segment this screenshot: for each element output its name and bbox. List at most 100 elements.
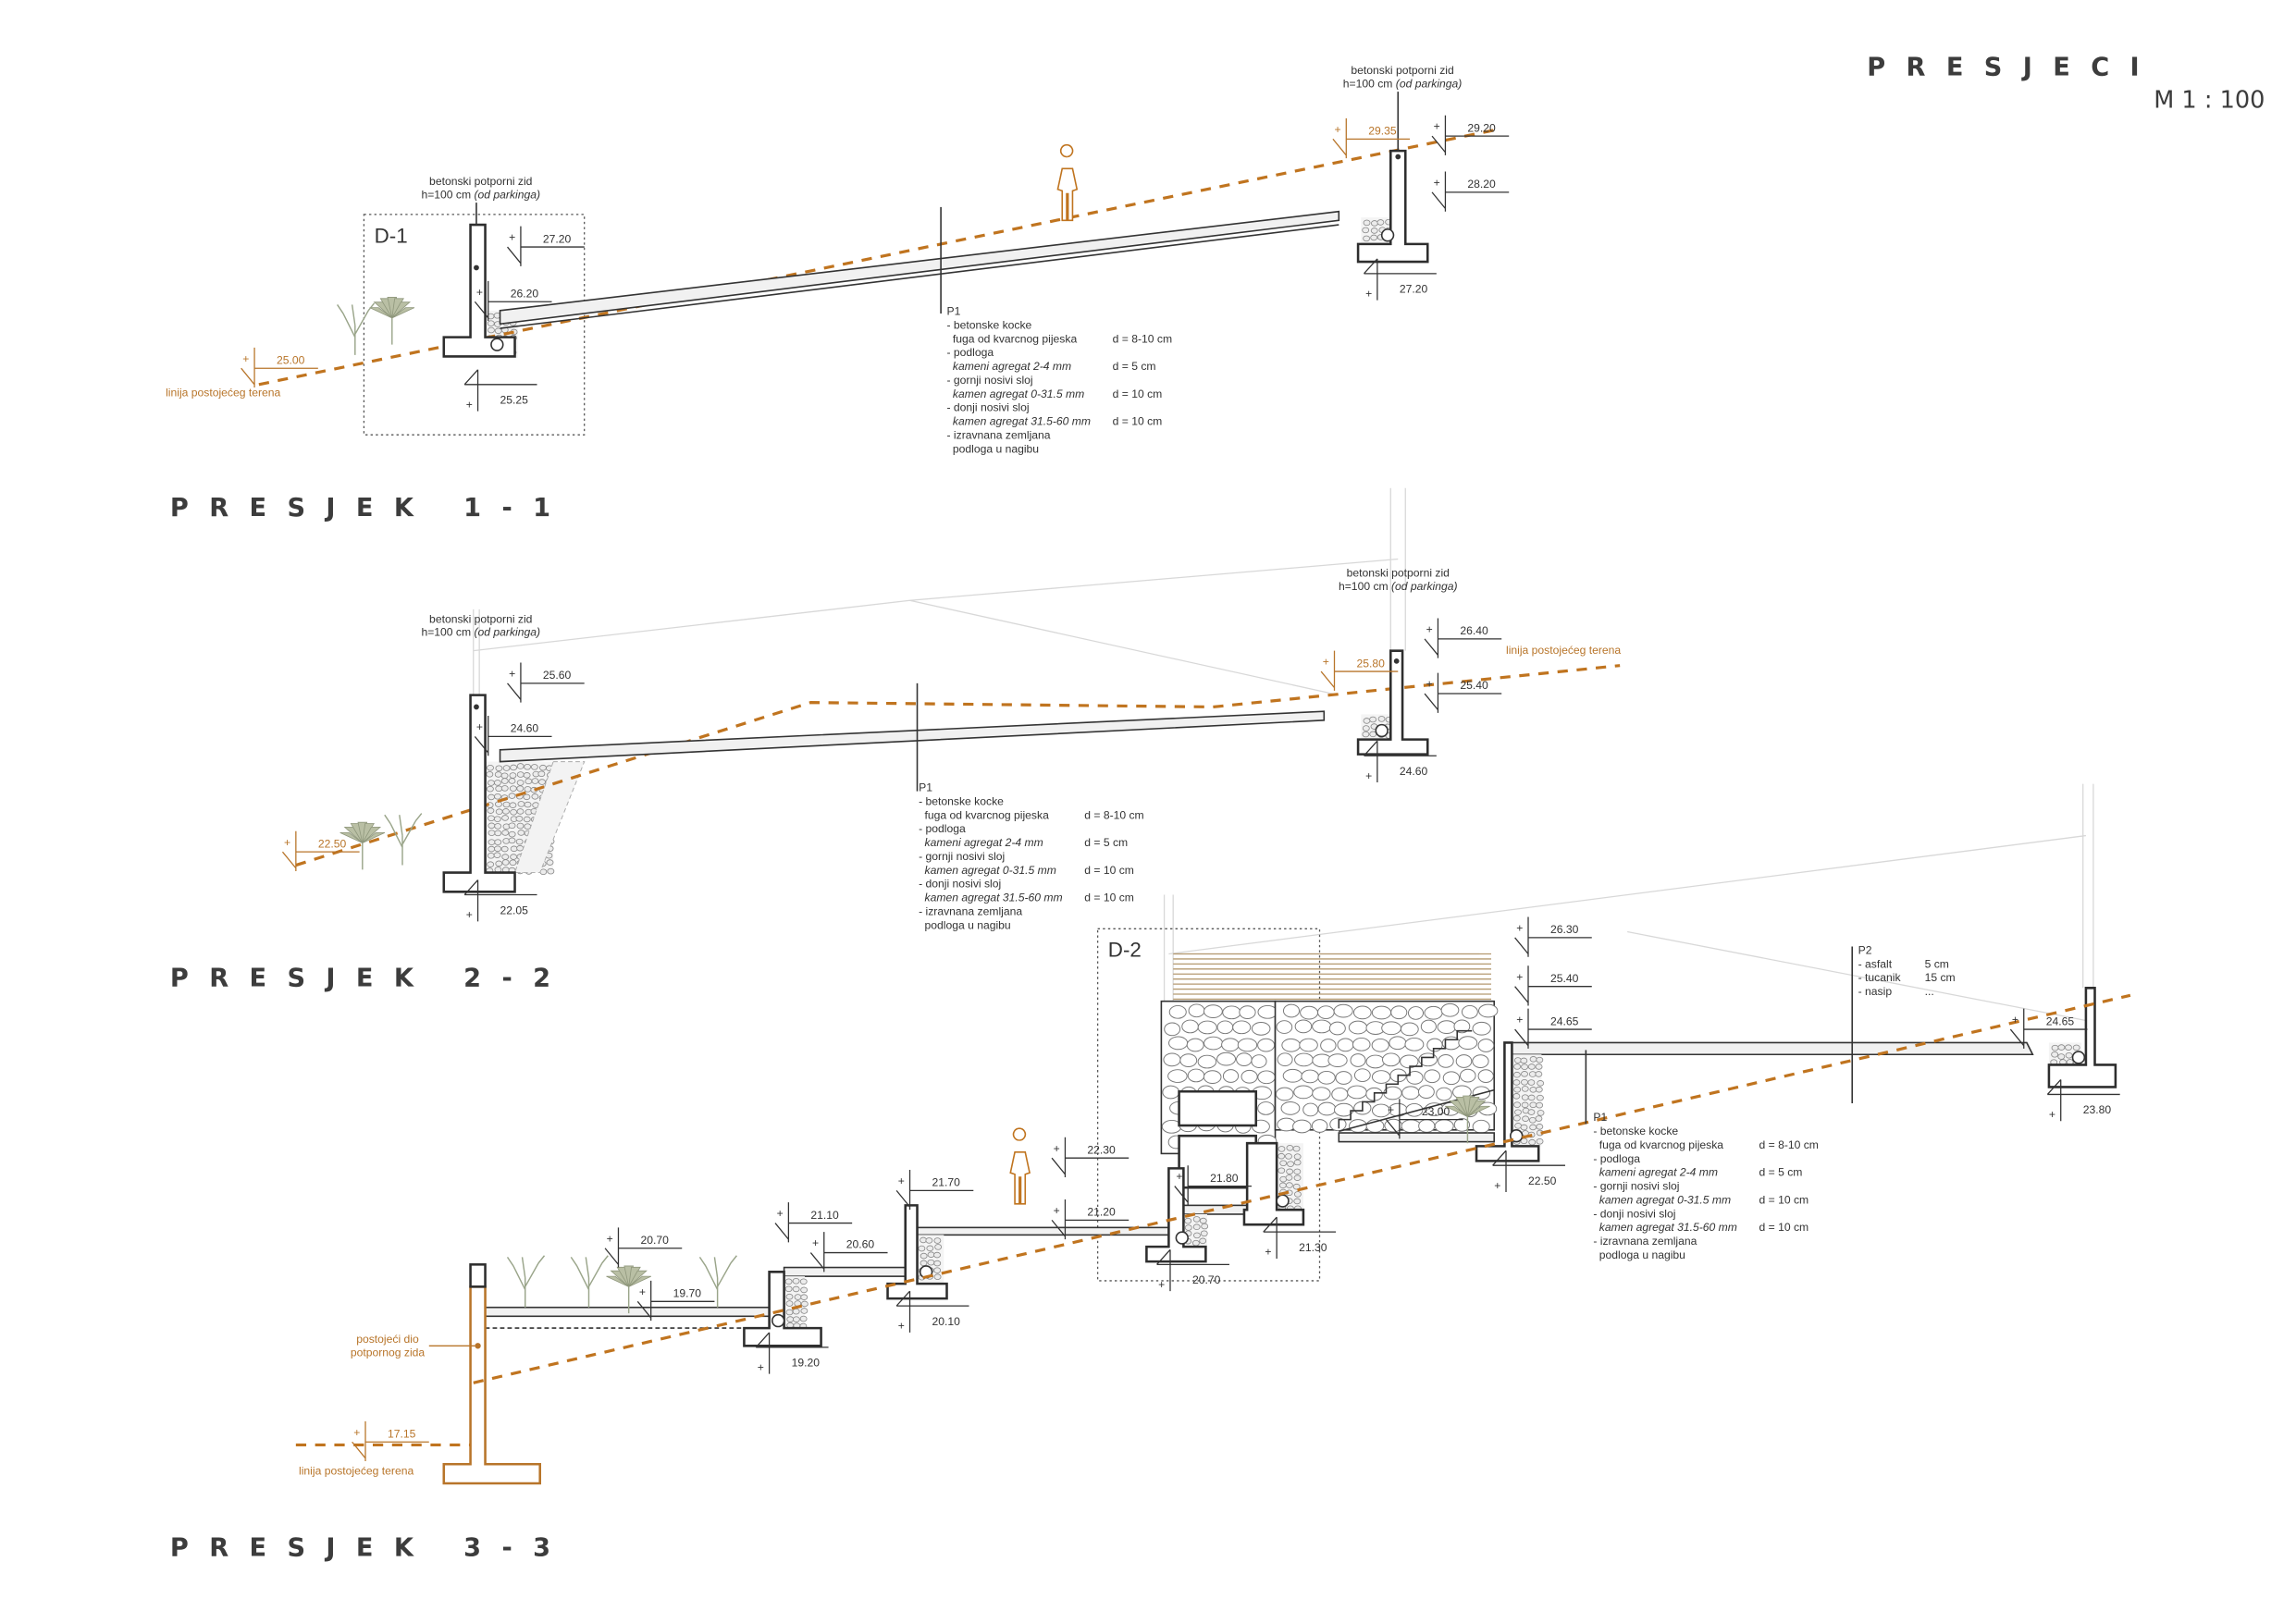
plus-sign: + xyxy=(1365,769,1372,782)
wall-label-line1: betonski potporni zid xyxy=(429,175,532,188)
rubble-stone xyxy=(2057,1053,2066,1060)
elevation-value: 20.60 xyxy=(846,1238,875,1251)
rubble-stone xyxy=(516,780,525,786)
stone xyxy=(1352,1005,1372,1020)
stone xyxy=(1294,1052,1314,1067)
marker-lines xyxy=(1514,965,1592,1006)
rubble-stone xyxy=(1363,718,1371,724)
marker-lines xyxy=(895,1169,974,1211)
rubble-stone xyxy=(1192,1216,1201,1223)
rubble-stone xyxy=(933,1251,941,1259)
drain-pipe-icon xyxy=(1175,1231,1189,1245)
elevation-value: 17.15 xyxy=(388,1427,416,1440)
rubble-stone xyxy=(1527,1094,1536,1101)
elevation-value: 25.00 xyxy=(277,353,305,366)
wall-label-line2: h=100 cm (od parkinga) xyxy=(421,626,540,639)
spec-layer: - gornji nosivi sloj xyxy=(919,850,1005,863)
rubble-stone xyxy=(1192,1223,1201,1230)
wall-height-note: (od parkinga) xyxy=(474,626,540,639)
stone xyxy=(1434,1119,1454,1134)
rubble-stone xyxy=(1536,1094,1544,1101)
rubble-stone xyxy=(1199,1237,1207,1245)
elevation-marker: +20.60 xyxy=(809,1232,888,1273)
rubble-stone xyxy=(501,859,510,866)
elevation-marker: +24.60 xyxy=(474,716,552,756)
rubble-stone xyxy=(1293,1191,1302,1198)
stone-wall xyxy=(1160,1000,1278,1155)
stone xyxy=(1453,1118,1471,1132)
spec-layer: kamen agregat 0-31.5 mm xyxy=(953,387,1084,400)
rubble-stone xyxy=(1363,235,1371,242)
plus-sign: + xyxy=(898,1174,905,1187)
stone xyxy=(1328,1021,1346,1036)
rubble-stone xyxy=(537,770,546,778)
stone xyxy=(1458,1036,1478,1051)
ground-slab xyxy=(484,1306,771,1318)
rubble-stone xyxy=(1285,1153,1292,1160)
stone xyxy=(1352,1037,1371,1051)
stone xyxy=(1438,1054,1454,1068)
elevation-marker: +20.70 xyxy=(1156,1248,1229,1292)
elevation-value: 21.80 xyxy=(1210,1172,1239,1185)
rubble-stone xyxy=(1521,1064,1528,1070)
marker-lines xyxy=(755,1332,829,1374)
elevation-marker: +22.50 xyxy=(1492,1150,1565,1192)
spec-thickness: d = 5 cm xyxy=(1113,360,1156,373)
elevation-value: 24.60 xyxy=(511,722,539,735)
marker-lines xyxy=(1385,1099,1463,1139)
rubble-stone xyxy=(1529,1101,1537,1109)
stone xyxy=(1390,1005,1408,1020)
stone xyxy=(1407,1006,1425,1020)
elevation-marker: +21.10 xyxy=(774,1202,853,1243)
retaining-wall xyxy=(743,1271,822,1347)
marker-lines xyxy=(1514,916,1592,957)
plus-sign: + xyxy=(1516,922,1523,935)
wall-label-line1: betonski potporni zid xyxy=(1347,567,1450,580)
rubble-stone xyxy=(927,1251,935,1258)
elevation-marker: +21.30 xyxy=(1263,1216,1337,1259)
rubble-stone xyxy=(488,830,496,836)
rubble-stone xyxy=(1529,1087,1537,1093)
rubble-stone xyxy=(1286,1168,1294,1175)
rubble-stone xyxy=(501,815,510,821)
stone xyxy=(1371,1005,1392,1020)
stone xyxy=(1197,1020,1217,1035)
elevation-outline xyxy=(473,487,1406,696)
elevation-value: 20.70 xyxy=(640,1234,669,1247)
elevation-value: 28.20 xyxy=(1467,178,1496,191)
spec-layer: kamen agregat 31.5-60 mm xyxy=(953,415,1091,428)
stone xyxy=(1257,1038,1276,1052)
elevation-marker: +27.20 xyxy=(1364,258,1437,301)
stone xyxy=(1257,1070,1276,1085)
leaf xyxy=(628,1275,652,1287)
person-figure xyxy=(1056,144,1079,222)
spec-layer: - donji nosivi sloj xyxy=(1593,1207,1675,1220)
elevation-value: 26.30 xyxy=(1550,923,1579,936)
spec-layer: kameni agregat 2-4 mm xyxy=(925,836,1043,849)
stone xyxy=(1294,1019,1313,1034)
rubble-stone xyxy=(488,822,496,830)
marker-lines xyxy=(809,1232,888,1273)
stone xyxy=(1335,1071,1352,1085)
wall-label-left: betonski potporni zid h=100 cm (od parki… xyxy=(421,612,540,638)
plus-sign: + xyxy=(1516,970,1523,983)
wall-label-right: betonski potporni zid h=100 cm (od parki… xyxy=(1339,567,1458,593)
spec-thickness: d = 5 cm xyxy=(1084,836,1128,849)
leaf xyxy=(369,307,393,319)
rubble-stone xyxy=(2072,1044,2080,1051)
marker-lines xyxy=(2046,1079,2120,1122)
rubble-stone xyxy=(1537,1080,1545,1087)
elevation-value: 24.60 xyxy=(1400,765,1428,778)
spec-layer: - tucanik xyxy=(1858,971,1902,984)
rubble-stone xyxy=(918,1245,926,1252)
rubble-stone xyxy=(1512,1079,1521,1086)
elevation-marker: +26.40 xyxy=(1424,618,1502,658)
marker-lines xyxy=(507,226,585,266)
marker-lines xyxy=(1174,1165,1252,1206)
rubble-stone xyxy=(488,326,495,334)
branches xyxy=(384,813,423,866)
stone xyxy=(1440,1002,1460,1017)
stone xyxy=(1389,1036,1407,1051)
wall-label-line2: h=100 cm (od parkinga) xyxy=(1339,580,1458,593)
rubble-stone xyxy=(487,764,494,771)
